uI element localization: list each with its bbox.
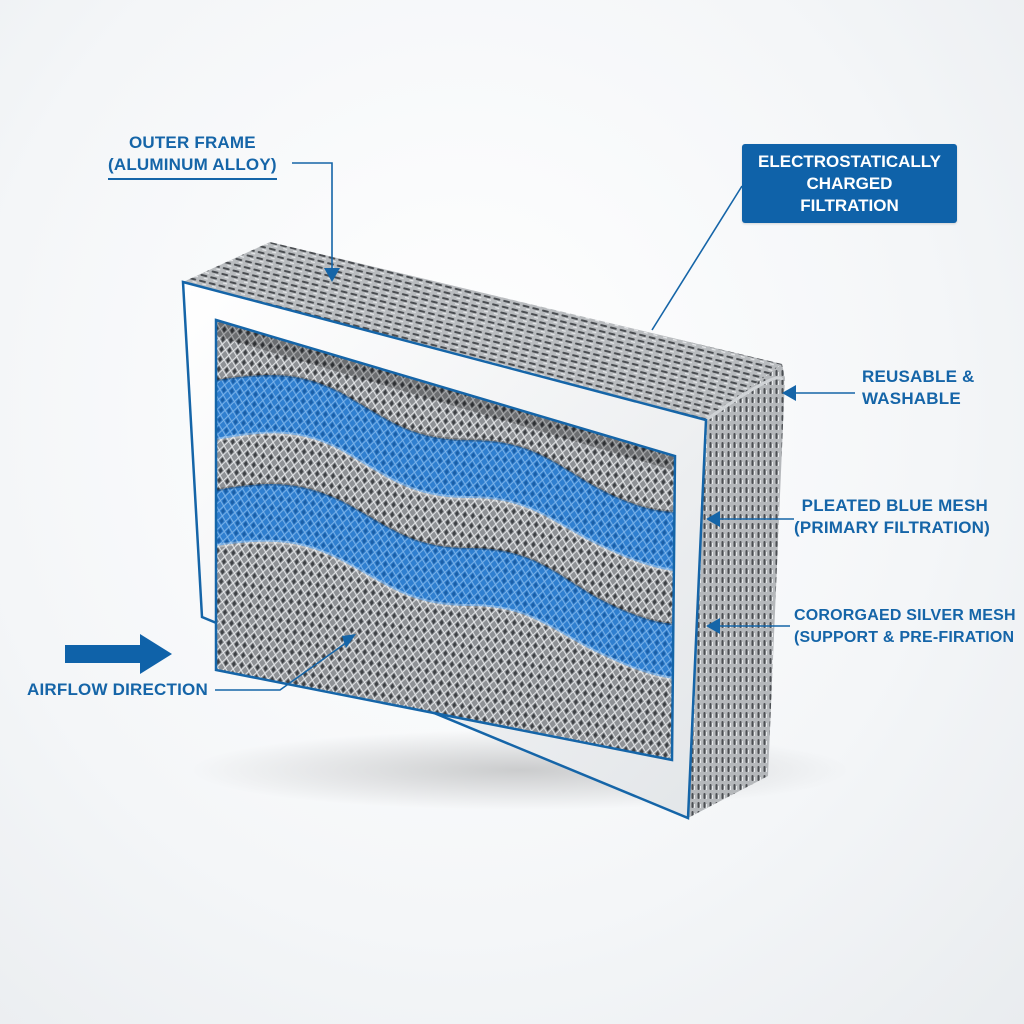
pleated-blue-mesh-band-1 [216,375,675,572]
label-electrostatic-line1: ELECTROSTATICALLY [758,151,941,171]
callout-lines [215,162,855,691]
label-reusable-line1: REUSABLE & [862,367,975,386]
label-airflow: AIRFLOW DIRECTION [27,679,208,701]
callout-arrowheads [324,268,796,648]
label-pleated-line2: (PRIMARY FILTRATION) [794,518,991,537]
label-corrugated: CORORGAED SILVER MESH (SUPPORT & PRE-FIR… [794,605,1016,649]
label-pleated: PLEATED BLUE MESH (PRIMARY FILTRATION) [794,495,991,539]
label-reusable: REUSABLE & WASHABLE [862,366,975,410]
label-outer-frame-line1: OUTER FRAME [128,133,256,152]
label-electrostatic-line2: CHARGED [806,173,893,193]
label-pleated-line1: PLEATED BLUE MESH [801,496,988,515]
label-airflow-text: AIRFLOW DIRECTION [27,680,208,699]
label-corrugated-line1: CORORGAED SILVER MESH [794,607,1016,624]
arrowhead-corrugated [706,618,720,634]
label-reusable-line2: WASHABLE [862,389,961,408]
frame-top-face [183,242,782,420]
arrowhead-outer-frame [324,268,340,282]
arrowhead-reusable [782,385,796,401]
label-corrugated-line2: (SUPPORT & PRE-FIRATION [794,629,1015,646]
right-arrow-icon [65,634,172,674]
label-electrostatic-callout: ELECTROSTATICALLY CHARGED FILTRATION [742,144,957,223]
label-outer-frame-line2: (ALUMINUM ALLOY) [108,154,277,180]
pleated-blue-mesh-band-2 [216,484,675,680]
arrowhead-airflow [342,634,356,648]
inner-frame-edge [214,318,677,762]
label-outer-frame: OUTER FRAME (ALUMINUM ALLOY) [108,132,277,180]
arrowhead-pleated [706,511,720,527]
frame-side-face [688,364,785,818]
label-electrostatic-line3: FILTRATION [800,195,899,215]
